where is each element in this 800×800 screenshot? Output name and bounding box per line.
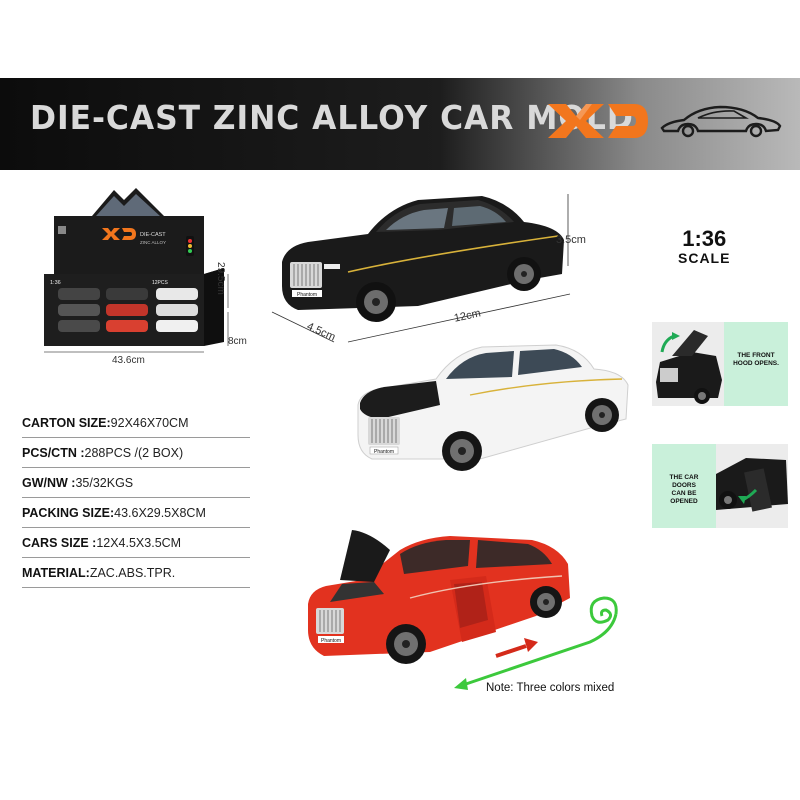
spec-label: GW/NW : (22, 475, 76, 490)
page-title: DIE-CAST ZINC ALLOY CAR MOLD (30, 98, 634, 137)
doors-open-image (716, 444, 788, 528)
spec-pcs-ctn: PCS/CTN : 288PCS /(2 BOX) (22, 438, 250, 468)
box-height-label: 8cm (228, 336, 247, 347)
spec-label: CARS SIZE : (22, 535, 97, 550)
display-box-count: 12PCS (152, 280, 169, 286)
scale-badge: 1:36 SCALE (678, 226, 731, 267)
spec-value: 12X4.5X3.5CM (96, 535, 182, 550)
red-car-plate: Phantom (321, 638, 341, 644)
display-box-scale: 1:36 (50, 280, 61, 286)
display-box-sub2: ZINC ALLOY (140, 240, 166, 245)
spec-label: PCS/CTN : (22, 445, 85, 460)
feature-hood-card: THE FRONT HOOD OPENS. (652, 322, 788, 406)
spec-carton-size: CARTON SIZE: 92X46X70CM (22, 408, 250, 438)
specs-list: CARTON SIZE: 92X46X70CM PCS/CTN : 288PCS… (22, 408, 250, 588)
spec-label: MATERIAL: (22, 565, 90, 580)
caption-line: DOORS (672, 482, 696, 489)
hood-open-image (652, 322, 724, 406)
box-depth-label: 29.5cm (215, 262, 226, 295)
white-car-image: Phantom (357, 344, 629, 471)
caption-line: THE CAR (669, 474, 699, 481)
scale-ratio: 1:36 (682, 226, 727, 251)
feature-hood-panel (724, 322, 788, 406)
colors-note: Note: Three colors mixed (486, 682, 615, 694)
caption-line: HOOD OPENS. (733, 360, 779, 367)
caption-line: THE FRONT (737, 352, 775, 359)
black-car-plate: Phantom (297, 292, 317, 298)
display-box-sub1: DIE-CAST (140, 232, 166, 238)
spec-value: 288PCS /(2 BOX) (84, 445, 184, 460)
white-car-plate: Phantom (374, 449, 394, 455)
red-car-image: Phantom (308, 530, 570, 664)
spec-label: CARTON SIZE: (22, 415, 111, 430)
spec-cars-size: CARS SIZE : 12X4.5X3.5CM (22, 528, 250, 558)
car-height-label: 3.5cm (556, 234, 586, 246)
black-car-image: Phantom (271, 194, 571, 343)
color-mix-arrows (454, 596, 618, 690)
caption-line: OPENED (670, 498, 698, 505)
feature-doors-caption: THE CAR DOORS CAN BE OPENED (656, 474, 712, 506)
feature-doors-card: THE CAR DOORS CAN BE OPENED (652, 444, 788, 528)
display-box-car-slots (58, 288, 198, 332)
feature-hood-caption: THE FRONT HOOD OPENS. (728, 352, 784, 368)
box-width-label: 43.6cm (112, 355, 145, 366)
scale-word: SCALE (678, 250, 731, 266)
feature-doors-panel (652, 444, 716, 528)
spec-value: 92X46X70CM (110, 415, 189, 430)
spec-value: 43.6X29.5X8CM (114, 505, 206, 520)
spec-material: MATERIAL: ZAC.ABS.TPR. (22, 558, 250, 588)
display-box-logo (102, 228, 136, 240)
caption-line: CAN BE (671, 490, 697, 497)
spec-packing-size: PACKING SIZE: 43.6X29.5X8CM (22, 498, 250, 528)
brand-logo (548, 104, 648, 138)
spec-value: 35/32KGS (75, 475, 134, 490)
spec-value: ZAC.ABS.TPR. (89, 565, 176, 580)
spec-gw-nw: GW/NW : 35/32KGS (22, 468, 250, 498)
spec-label: PACKING SIZE: (22, 505, 115, 520)
display-box-image: DIE-CAST ZINC ALLOY 1:36 12PCS (44, 188, 229, 353)
car-silhouette-icon (660, 105, 782, 138)
